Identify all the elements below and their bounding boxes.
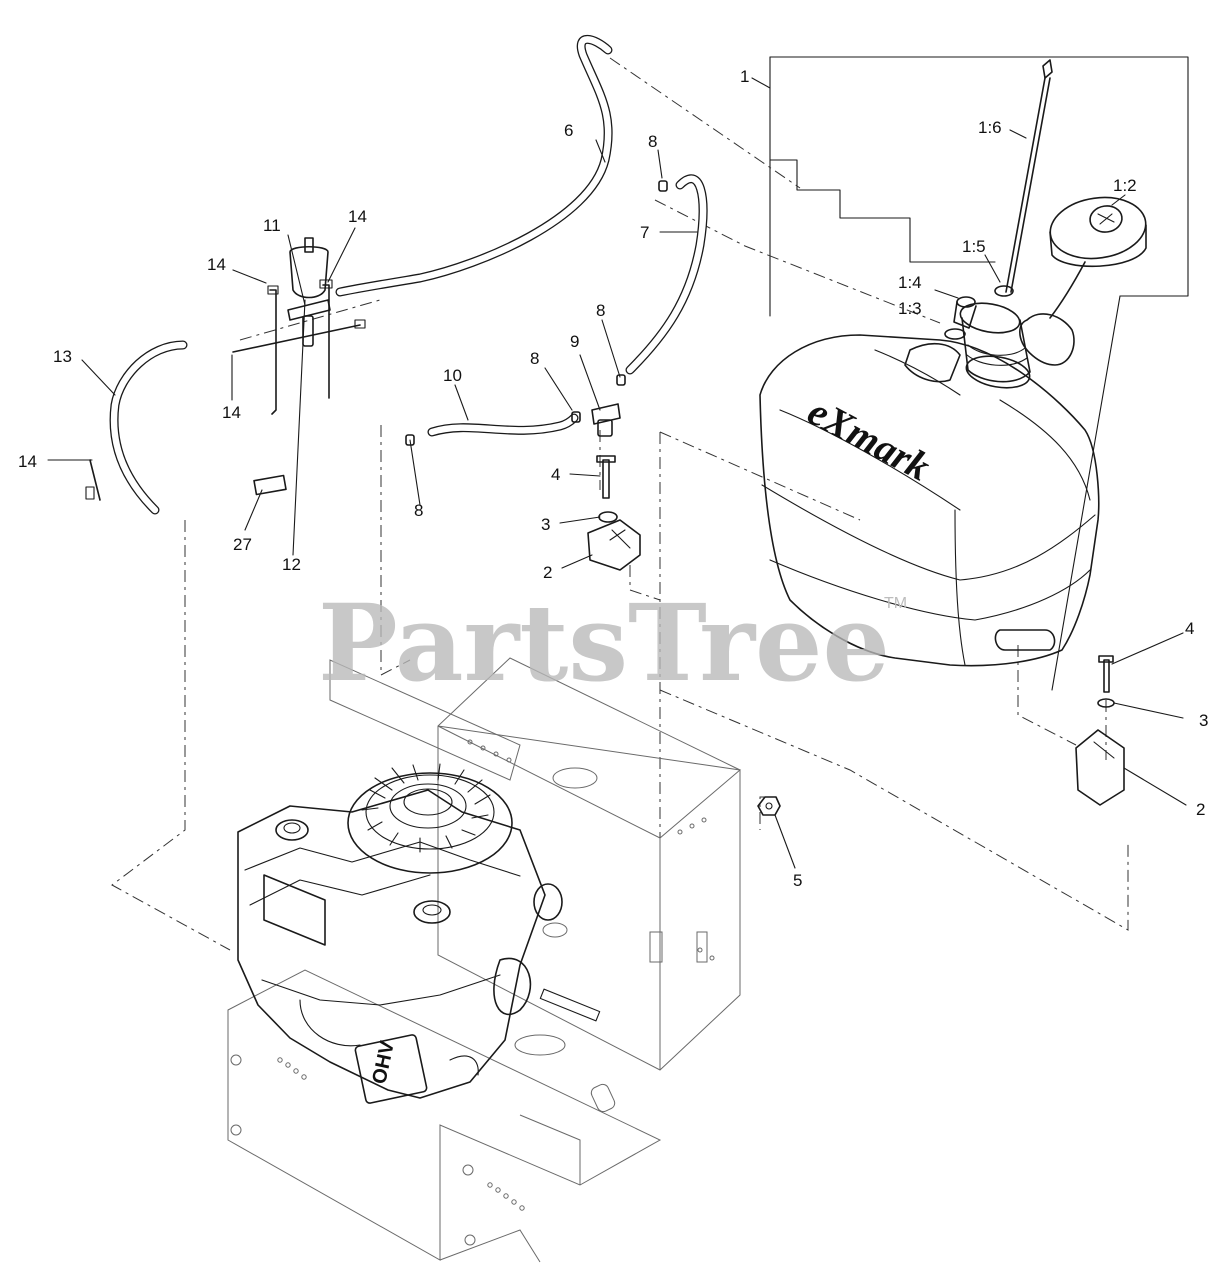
- tank-fitting: [944, 296, 977, 340]
- watermark-tm: TM: [884, 595, 907, 612]
- fuel-cap: [1019, 196, 1147, 366]
- callout-1-3: 1:3: [898, 299, 922, 318]
- callout-1-4: 1:4: [898, 273, 922, 292]
- fuel-filter: [253, 237, 329, 496]
- callout-1-6: 1:6: [978, 118, 1002, 137]
- callout-14c: 14: [222, 403, 241, 422]
- callout-13: 13: [53, 347, 72, 366]
- tank-brand-label: eXmark: [801, 388, 938, 489]
- callout-12: 12: [282, 555, 301, 574]
- callout-8c: 8: [530, 349, 539, 368]
- callout-3a: 3: [541, 515, 550, 534]
- tank-mount-left: [587, 455, 641, 571]
- frame-holes: [230, 739, 715, 1246]
- callout-14a: 14: [207, 255, 226, 274]
- callout-5: 5: [793, 871, 802, 890]
- callout-4a: 4: [551, 465, 560, 484]
- callout-14b: 14: [348, 207, 367, 226]
- callout-7: 7: [640, 223, 649, 242]
- callout-2a: 2: [543, 563, 552, 582]
- callout-8d: 8: [414, 501, 423, 520]
- callout-2b: 2: [1196, 800, 1205, 819]
- callout-leaders: [47, 77, 1187, 869]
- engine: OHV: [237, 763, 601, 1104]
- watermark: PartsTree TM: [318, 580, 907, 705]
- fuel-hose-7: [625, 174, 708, 375]
- dashed-leaders: [111, 57, 1129, 951]
- callouts: 1 1:6 1:2 1:5 1:4 1:3 6 8 7 8 9 8 10 8 1…: [18, 67, 1208, 890]
- callout-11: 11: [263, 216, 281, 235]
- callout-1-2: 1:2: [1113, 176, 1137, 195]
- engine-ohv-badge: OHV: [368, 1038, 399, 1086]
- fuel-hose-13: [109, 340, 188, 515]
- callout-1: 1: [740, 67, 749, 86]
- callout-14d: 14: [18, 452, 37, 471]
- watermark-text: PartsTree: [318, 580, 890, 705]
- shutoff-valve: [591, 403, 621, 437]
- callout-10: 10: [443, 366, 462, 385]
- mower-frame: [227, 657, 742, 1263]
- dip-tube: [994, 59, 1053, 297]
- tank-mount-right: [1075, 655, 1125, 806]
- assembly-outline: [769, 56, 1189, 691]
- callout-8a: 8: [648, 132, 657, 151]
- engine-recoil-fins: [361, 763, 491, 853]
- fuel-hose-6: [335, 34, 613, 297]
- lock-nut: [757, 796, 781, 816]
- callout-3b: 3: [1199, 711, 1208, 730]
- callout-27: 27: [233, 535, 252, 554]
- callout-9: 9: [570, 332, 579, 351]
- callout-8b: 8: [596, 301, 605, 320]
- hose-clamps: [405, 180, 668, 446]
- callout-6: 6: [564, 121, 573, 140]
- callout-1-5: 1:5: [962, 237, 986, 256]
- fuel-hose-10: [427, 413, 579, 437]
- callout-4b: 4: [1185, 619, 1194, 638]
